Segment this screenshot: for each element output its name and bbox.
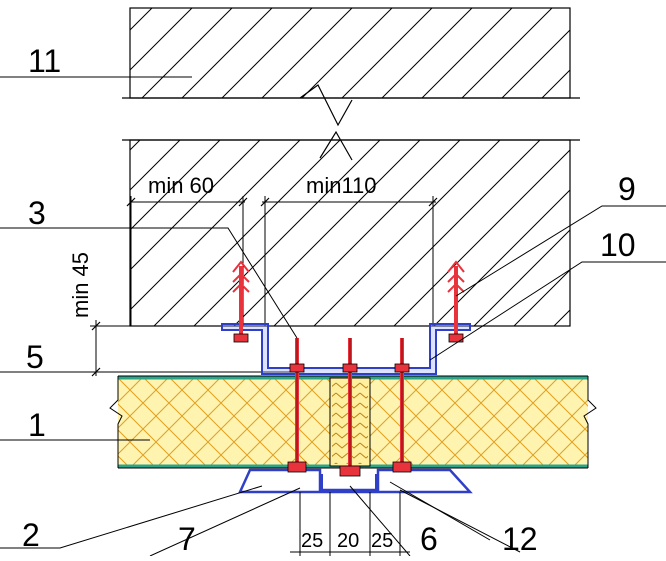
label-7: 7 bbox=[178, 521, 196, 556]
label-2: 2 bbox=[22, 517, 40, 553]
screw-center bbox=[339, 338, 361, 477]
label-3: 3 bbox=[28, 195, 46, 231]
dimension-bottom-joint: 25 20 25 bbox=[290, 492, 410, 556]
sandwich-panel bbox=[109, 375, 597, 469]
dim-min60-label: min 60 bbox=[148, 173, 214, 198]
label-1: 1 bbox=[28, 407, 46, 443]
label-12: 12 bbox=[502, 521, 538, 556]
label-9: 9 bbox=[618, 171, 636, 207]
label-6: 6 bbox=[420, 521, 438, 556]
screw-left bbox=[287, 338, 307, 473]
omega-profile-bottom bbox=[238, 468, 473, 494]
anchor-right bbox=[447, 260, 465, 343]
dim-25-right: 25 bbox=[371, 530, 393, 552]
dim-20: 20 bbox=[337, 530, 359, 552]
anchor-left bbox=[232, 260, 250, 343]
dimension-min110: min110 bbox=[260, 173, 438, 326]
masonry-wall-top bbox=[122, 7, 580, 99]
dim-25-left: 25 bbox=[301, 530, 323, 552]
omega-profile-top bbox=[221, 323, 471, 375]
label-10: 10 bbox=[600, 227, 636, 263]
screw-right bbox=[392, 338, 412, 473]
dim-min110-label: min110 bbox=[306, 173, 377, 198]
dim-min45-label: min 45 bbox=[68, 252, 93, 318]
masonry-wall-bottom bbox=[122, 139, 580, 327]
label-5: 5 bbox=[26, 339, 44, 375]
dimension-min60: min 60 bbox=[126, 173, 248, 326]
label-11: 11 bbox=[28, 43, 61, 79]
